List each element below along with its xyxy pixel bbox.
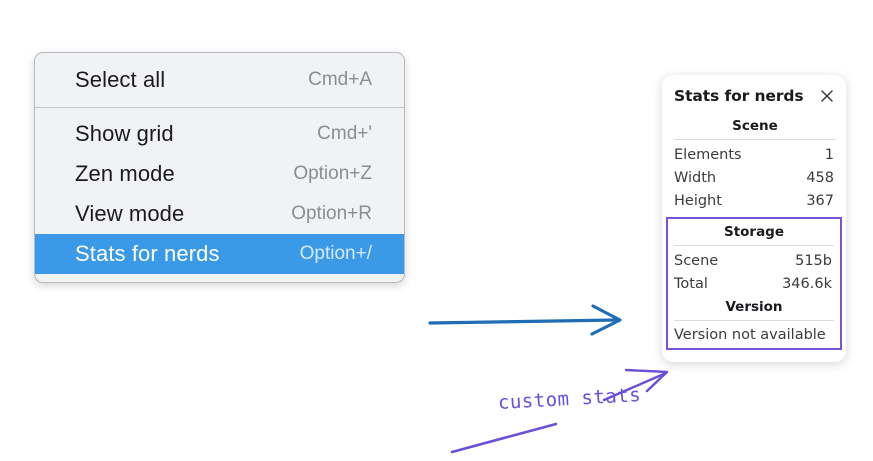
stat-key: Total	[674, 276, 708, 292]
stats-for-nerds-panel: Stats for nerds Scene Elements 1 Width 4…	[662, 75, 846, 362]
stats-panel-header: Stats for nerds	[674, 87, 836, 105]
menu-item-shortcut: Option+R	[291, 203, 372, 224]
custom-stats-highlight-box: Storage Scene 515b Total 346.6k Version …	[666, 217, 842, 350]
purple-underline-stroke	[450, 422, 558, 454]
menu-item-shortcut: Option+Z	[293, 163, 372, 184]
menu-item-label: View mode	[75, 201, 185, 226]
close-icon[interactable]	[818, 87, 836, 105]
custom-stats-annotation-label: custom stats	[497, 384, 642, 414]
menu-separator	[35, 107, 404, 108]
menu-item-show-grid[interactable]: Show grid Cmd+'	[35, 114, 404, 154]
stat-value: 346.6k	[782, 276, 832, 292]
stat-value: 1	[824, 146, 834, 163]
divider	[674, 139, 836, 140]
menu-item-zen-mode[interactable]: Zen mode Option+Z	[35, 154, 404, 194]
table-row: Scene 515b	[674, 249, 834, 272]
version-section: Version Version not available	[674, 296, 834, 344]
divider	[674, 245, 834, 247]
stat-value: 367	[806, 192, 834, 209]
stat-key: Width	[674, 169, 717, 186]
menu-item-label: Select all	[75, 67, 166, 92]
menu-item-label: Show grid	[75, 121, 174, 146]
menu-item-label: Zen mode	[75, 161, 175, 186]
table-row: Width 458	[674, 166, 836, 189]
menu-item-view-mode[interactable]: View mode Option+R	[35, 194, 404, 234]
menu-item-shortcut: Cmd+'	[317, 123, 372, 144]
stats-panel-title: Stats for nerds	[674, 87, 804, 105]
stat-key: Scene	[674, 252, 719, 269]
scene-section: Scene Elements 1 Width 458 Height 367	[674, 115, 836, 212]
stat-key: Elements	[674, 146, 742, 163]
blue-pointer-arrow	[428, 304, 622, 336]
stat-key: Height	[674, 192, 722, 209]
table-row: Total 346.6k	[674, 273, 834, 296]
scene-section-heading: Scene	[732, 118, 778, 134]
table-row: Elements 1	[674, 143, 836, 166]
menu-group-1: Select all Cmd+A	[35, 60, 404, 100]
version-value: Version not available	[674, 326, 826, 343]
divider	[674, 319, 834, 321]
storage-section: Storage Scene 515b Total 346.6k	[674, 221, 834, 295]
menu-item-shortcut: Option+/	[299, 243, 372, 264]
menu-item-label: Stats for nerds	[75, 241, 220, 266]
table-row: Height 367	[674, 189, 836, 212]
stat-value: 515b	[795, 252, 832, 269]
version-section-heading: Version	[725, 298, 783, 315]
context-menu[interactable]: Select all Cmd+A Show grid Cmd+' Zen mod…	[34, 52, 405, 283]
menu-item-shortcut: Cmd+A	[308, 69, 372, 90]
stat-value: 458	[806, 169, 834, 186]
menu-group-2: Show grid Cmd+' Zen mode Option+Z View m…	[35, 114, 404, 274]
menu-item-stats-for-nerds[interactable]: Stats for nerds Option+/	[35, 234, 404, 274]
menu-item-select-all[interactable]: Select all Cmd+A	[35, 60, 404, 100]
storage-section-heading: Storage	[723, 224, 785, 241]
